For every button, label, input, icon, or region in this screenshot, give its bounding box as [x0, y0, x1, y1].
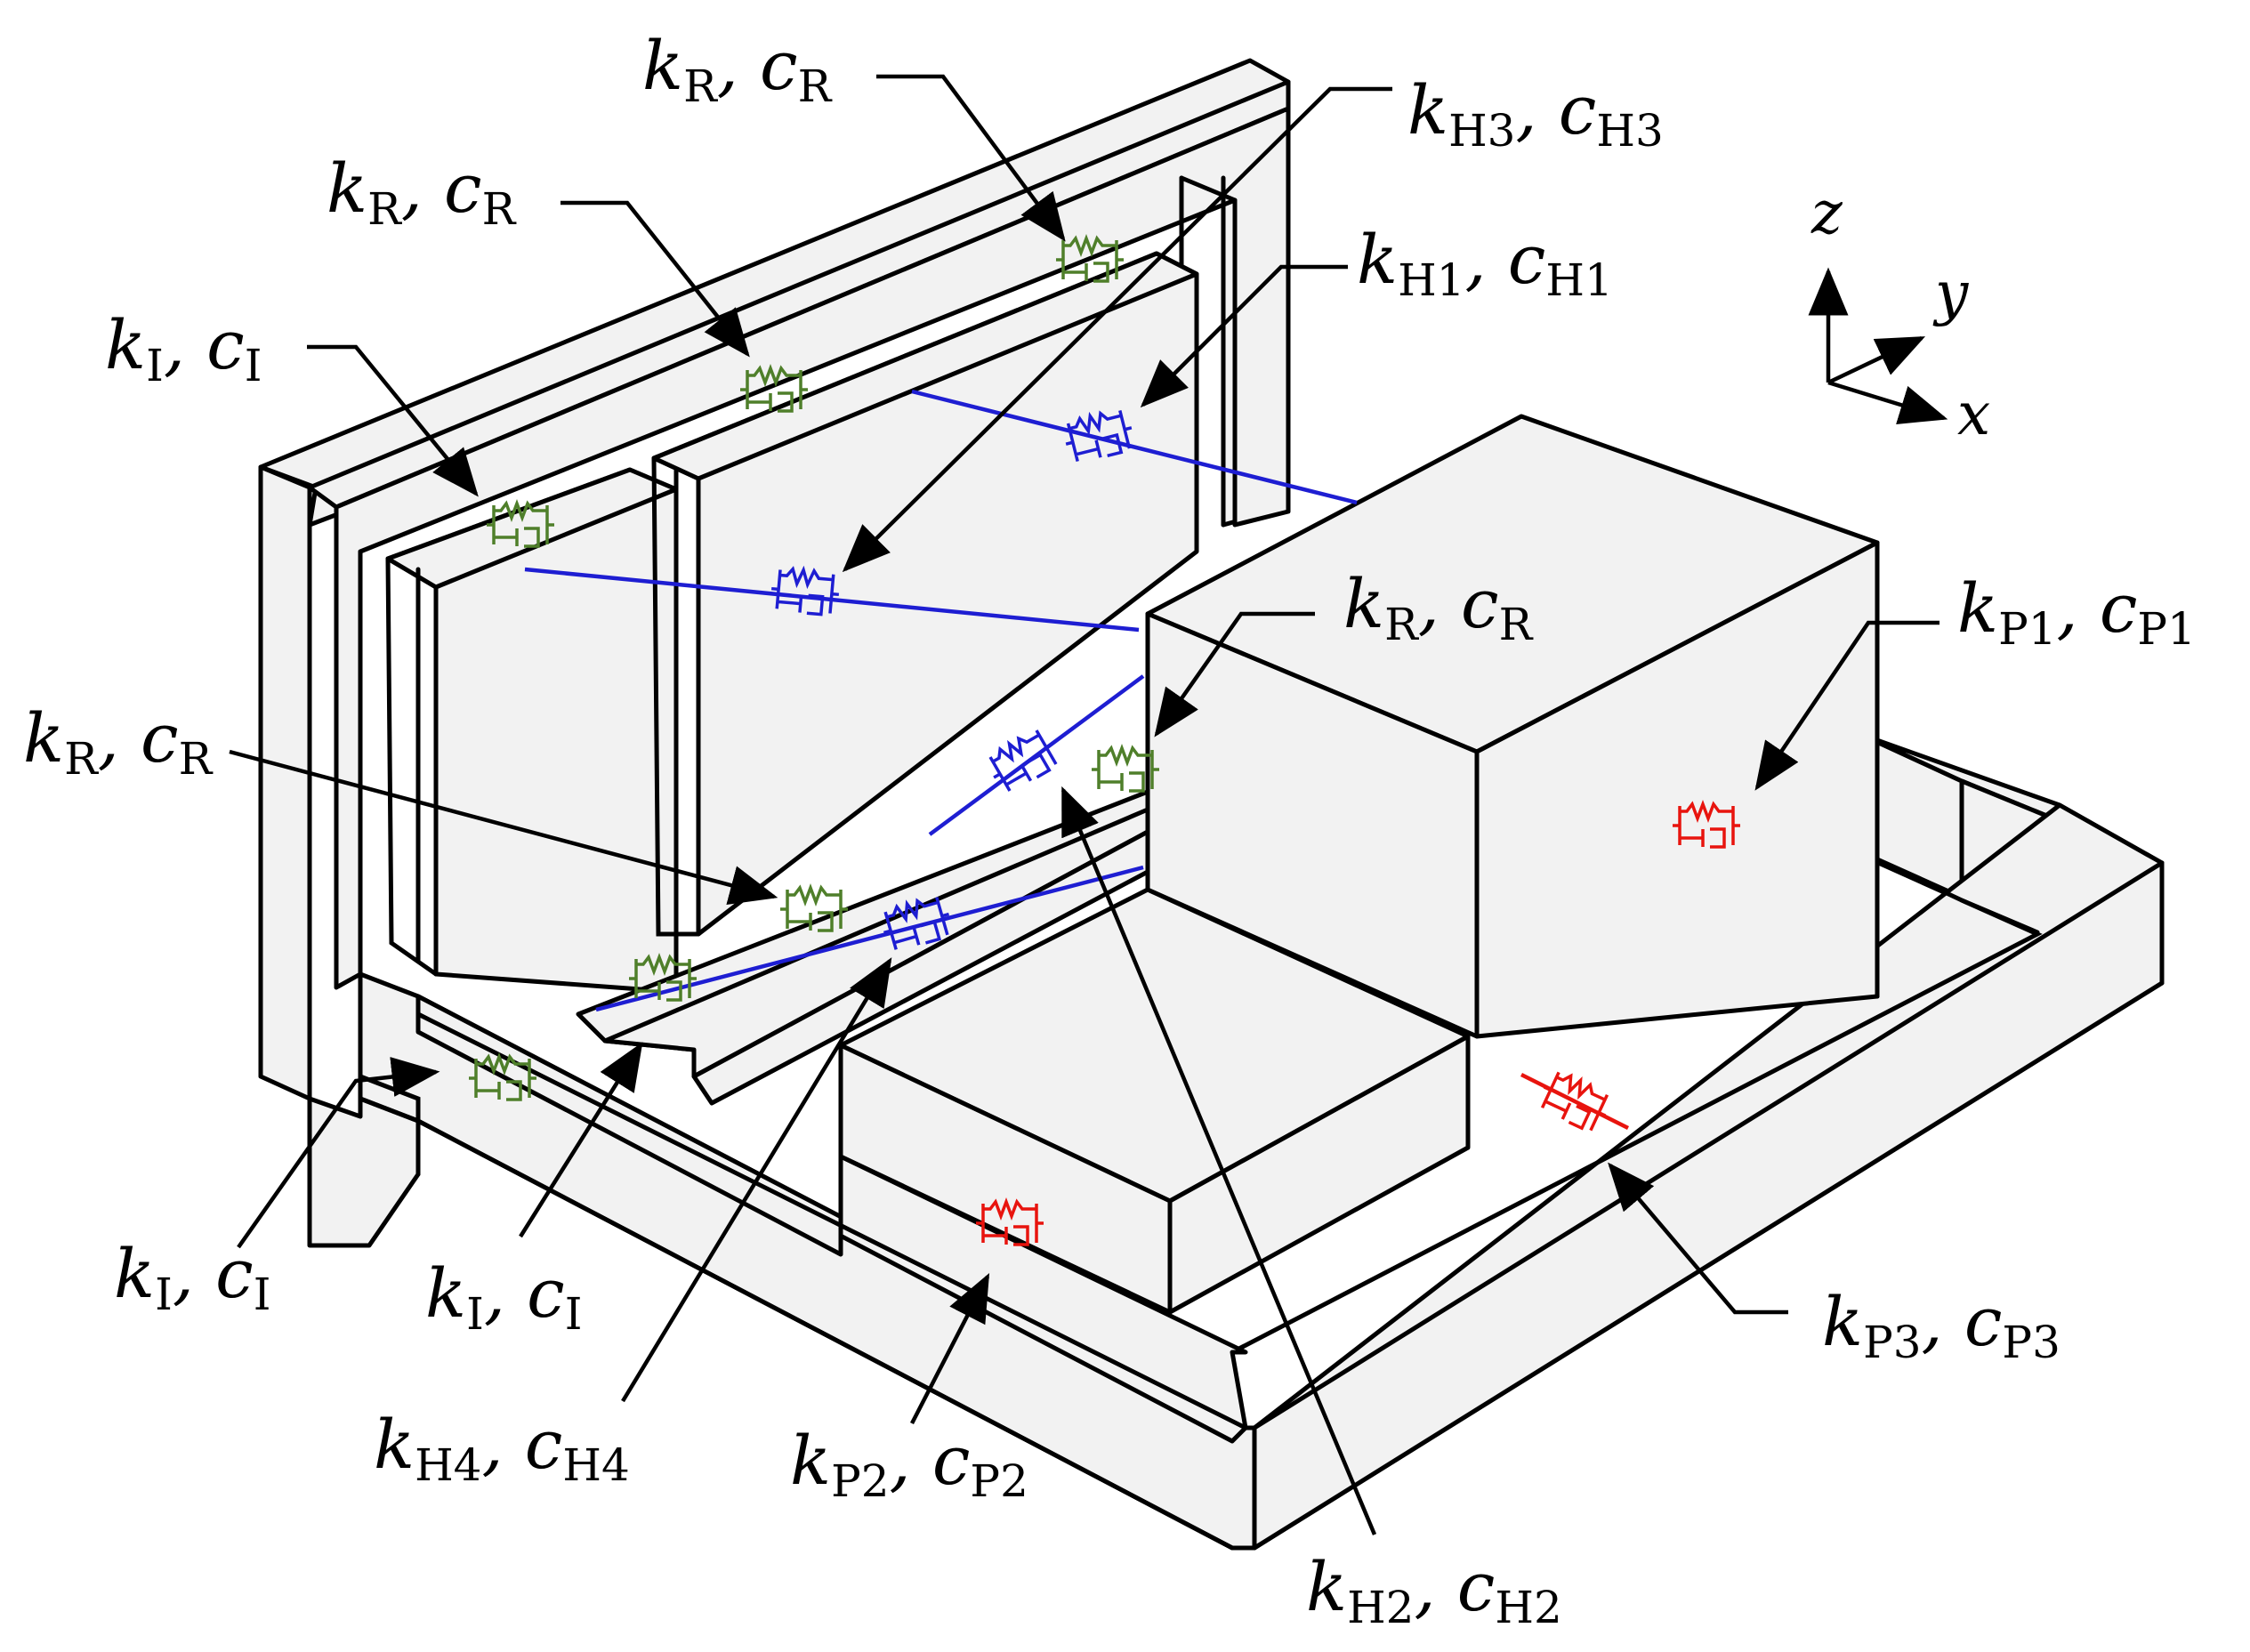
isolator-spring-damper-icon-6	[469, 1052, 536, 1101]
leader-p1	[1754, 620, 1940, 791]
label-ki-ci-6: kI, cI	[425, 1253, 582, 1340]
spring-damper-symbols	[469, 234, 1740, 1246]
hinge-line-h1	[911, 389, 1358, 505]
hinge-spring-damper-icon-10	[883, 897, 950, 950]
label-kh3-ch3-7: kH3, cH3	[1407, 70, 1664, 157]
left-plate	[385, 467, 679, 995]
leader-p2	[909, 1272, 990, 1425]
hinge-spring-damper-icon-8	[770, 565, 840, 616]
leader-arrows	[229, 74, 1940, 1535]
cross-rails	[576, 789, 1150, 1106]
y-axis-arrow	[1827, 335, 1926, 385]
base-rail	[358, 971, 1257, 1551]
label-kp3-cp3-13: kP3, cP3	[1822, 1282, 2060, 1368]
label-kp1-cp1-11: kP1, cP1	[1957, 568, 2196, 655]
leader-r-second	[560, 200, 750, 358]
leader-i-top	[307, 344, 479, 497]
leader-h4	[621, 957, 892, 1403]
hinge-spring-damper-icon-9	[988, 729, 1058, 792]
isolator-spring-damper-icon-2	[487, 499, 554, 548]
plate-spring-damper-icon-11	[1673, 800, 1740, 849]
label-kp2-cp2-12: kP2, cP2	[790, 1421, 1028, 1507]
label-ki-ci-5: kI, cI	[114, 1234, 270, 1320]
lower-block	[838, 887, 1471, 1315]
leader-r-right	[1154, 611, 1315, 737]
leader-i-bottom-left	[237, 1057, 440, 1249]
cube-block	[1145, 414, 1880, 1039]
label-kr-cr-1: kR, cR	[327, 149, 517, 235]
label-ki-ci-2: kI, cI	[105, 305, 262, 391]
center-plate	[651, 251, 1199, 937]
hinge-line-h4	[595, 865, 1144, 1012]
isolator-spring-damper-icon-4	[629, 953, 697, 1002]
z-axis-label: z	[1810, 179, 1843, 247]
leader-h1	[1140, 264, 1348, 408]
plate-spring-damper-icon-13	[1540, 1071, 1609, 1132]
label-kr-cr-0: kR, cR	[642, 26, 833, 112]
label-kh1-ch1-8: kH1, cH1	[1357, 220, 1613, 306]
leader-r-left	[229, 749, 778, 906]
plate-line-p3	[1520, 1072, 1630, 1131]
axis-triad: z y x	[1808, 179, 1990, 448]
leader-r-top	[876, 74, 1066, 242]
hinge-spring-damper-icon-7	[1065, 409, 1133, 463]
label-kr-cr-3: kR, cR	[23, 698, 214, 785]
leader-i-bottom	[519, 1042, 643, 1238]
x-axis-label: x	[1957, 380, 1990, 448]
leader-h3	[842, 86, 1392, 573]
label-kh2-ch2-10: kH2, cH2	[1306, 1547, 1562, 1633]
isolator-spring-damper-icon-5	[1092, 744, 1159, 793]
isolator-spring-damper-icon-0	[1056, 234, 1124, 283]
y-axis-label: y	[1932, 259, 1969, 327]
hinge-tie-lines	[524, 389, 1630, 1131]
label-kr-cr-4: kR, cR	[1343, 564, 1534, 650]
leader-p3	[1608, 1162, 1788, 1315]
leader-h2	[1060, 786, 1377, 1535]
parameter-labels: kR, cR kR, cR kI, cI kR, cR kR, cR kI, cI kI, …	[23, 26, 2196, 1633]
isolator-spring-damper-icon-3	[780, 883, 848, 932]
label-kh4-ch4-9: kH4, cH4	[374, 1405, 630, 1491]
plate-spring-damper-icon-12	[976, 1197, 1044, 1246]
isolator-spring-damper-icon-1	[740, 364, 808, 413]
x-axis-arrow	[1827, 380, 1948, 424]
upright-frame	[258, 58, 1291, 1248]
